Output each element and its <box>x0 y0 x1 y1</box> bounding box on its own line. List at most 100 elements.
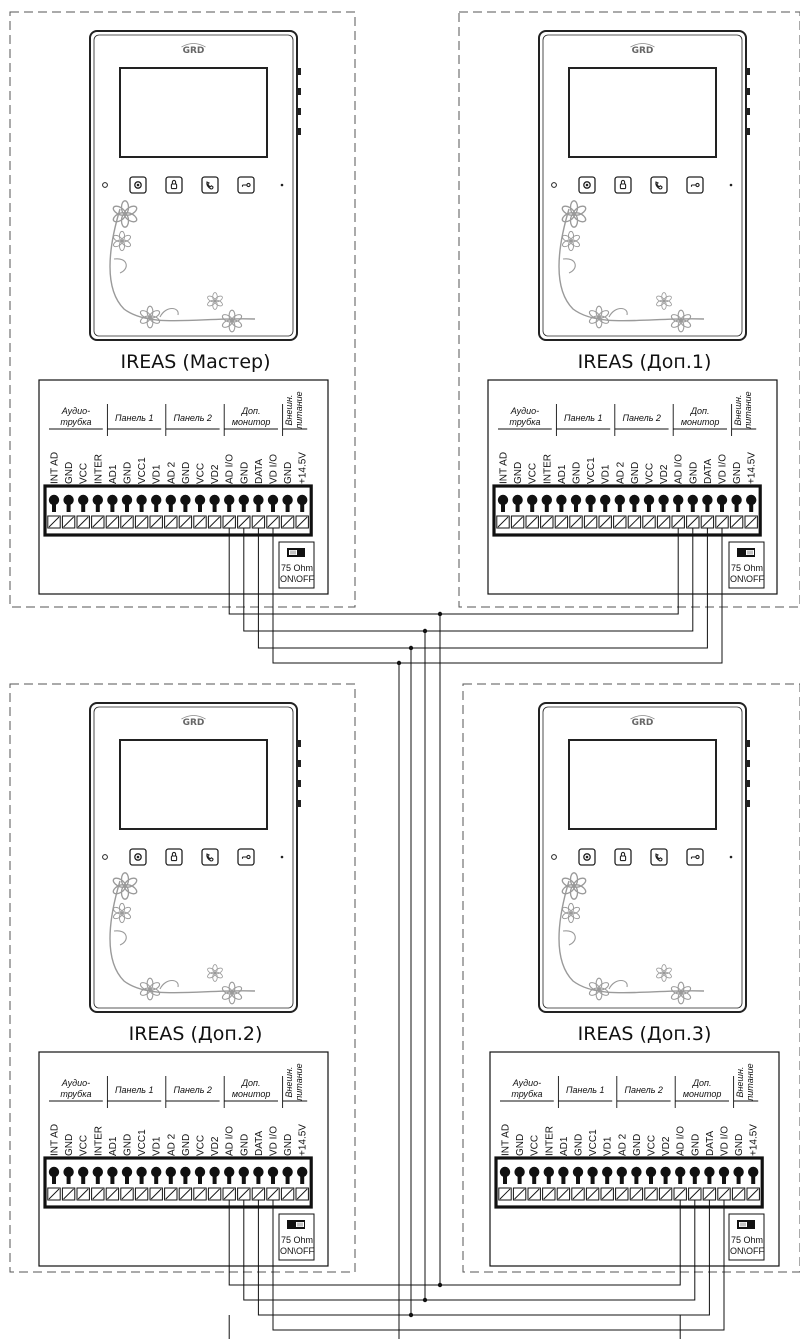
terminal-pin <box>227 500 232 512</box>
terminal-label: AD1 <box>557 464 568 484</box>
terminal-label: INTER <box>544 1126 555 1156</box>
terminal-clamp-mark <box>48 516 60 528</box>
switch-label: 75 Ohm <box>281 563 313 573</box>
bus-junction <box>422 628 428 634</box>
unit-frame <box>462 683 800 1273</box>
side-button <box>298 780 301 787</box>
bus-wire-top <box>257 528 708 649</box>
flower-center <box>148 987 152 991</box>
terminal-clamp-mark <box>526 516 538 528</box>
terminal-pin <box>81 1172 86 1184</box>
switch-label: ON\OFF <box>730 1246 764 1256</box>
group-label: трубка <box>509 417 540 427</box>
terminal-clamp-mark <box>223 516 235 528</box>
bus-wires <box>228 528 725 1339</box>
key-icon <box>241 854 251 860</box>
terminal-label: VD2 <box>659 464 670 484</box>
flower-bloom <box>207 964 223 982</box>
terminal-pin <box>574 500 578 512</box>
icon-dot <box>136 183 140 187</box>
icon-key-shaft <box>241 856 247 859</box>
flower-bloom <box>221 981 243 1005</box>
flower-bloom <box>113 230 131 252</box>
terminal-pin <box>154 1172 159 1184</box>
terminal-pin <box>647 500 651 512</box>
terminal-pin <box>720 500 724 512</box>
terminal-label: AD I/O <box>674 454 685 484</box>
flower-center <box>230 991 234 995</box>
terminal-label: AD I/O <box>225 1126 236 1156</box>
flower-stem <box>558 880 705 994</box>
terminal-clamp-mark <box>658 516 669 528</box>
unit-frames <box>9 11 800 1273</box>
flower-center <box>120 911 124 915</box>
group-label: Внешн. <box>284 395 294 426</box>
flower-leaf <box>608 307 628 318</box>
icon-shackle <box>171 851 177 856</box>
flower-bloom <box>221 309 243 333</box>
flower-stem <box>109 880 256 994</box>
terminal-pin <box>183 1172 188 1184</box>
terminal-clamp-mark <box>731 516 742 528</box>
status-led <box>280 855 284 859</box>
group-label: Панель 2 <box>622 413 661 423</box>
terminal-pin <box>736 1172 741 1184</box>
flower-bloom <box>139 305 161 329</box>
terminal-label: GND <box>630 462 641 484</box>
terminal-pin <box>617 500 622 512</box>
terminal-clamp-mark <box>209 1188 220 1200</box>
side-button <box>298 800 301 807</box>
bus-wire-bottom <box>243 1200 696 1301</box>
side-button <box>747 128 750 135</box>
terminal-clamp-mark <box>209 516 220 528</box>
side-button <box>298 740 301 747</box>
terminal-pin <box>52 500 56 512</box>
flower-center <box>597 315 601 319</box>
terminal-label: VCC1 <box>586 457 597 484</box>
monitor-screen <box>568 67 717 158</box>
terminal-pin <box>544 500 549 512</box>
terminal-label: VCC <box>647 1135 658 1156</box>
terminal-clamp-mark <box>136 1188 147 1200</box>
front-button <box>201 848 219 866</box>
terminal-label: GND <box>572 462 583 484</box>
flower-bloom <box>588 977 610 1001</box>
logo-arc <box>181 715 206 720</box>
terminal-pin <box>81 500 86 512</box>
terminal-clamp-mark <box>238 1188 250 1200</box>
unit-frame <box>458 11 800 608</box>
terminal-clamp-mark <box>150 516 162 528</box>
terminal-pin <box>559 500 564 512</box>
terminal-pin <box>751 1172 756 1184</box>
key-icon <box>690 182 700 188</box>
terminal-pin <box>501 500 505 512</box>
group-label: трубка <box>511 1089 542 1099</box>
group-label: Доп. <box>692 1078 712 1088</box>
terminal-label: VD2 <box>210 1136 221 1156</box>
key-icon <box>690 854 700 860</box>
terminal-label: GND <box>123 462 134 484</box>
brand-logo: GRD <box>183 46 205 56</box>
status-led <box>729 855 733 859</box>
bus-wire-top <box>228 528 679 615</box>
terminal-pin <box>110 1172 115 1184</box>
terminal-clamp-mark <box>541 516 553 528</box>
terminal-label: AD 2 <box>166 1133 177 1156</box>
flower-center <box>213 971 217 975</box>
terminal-clamp-mark <box>543 1188 555 1200</box>
terminal-clamp-mark <box>745 516 757 528</box>
power-indicator <box>102 854 108 860</box>
terminal-clamp-mark <box>121 516 133 528</box>
terminal-clamp-mark <box>497 516 509 528</box>
terminal-clamp-mark <box>238 516 250 528</box>
terminal-pin <box>256 500 261 512</box>
side-button <box>298 108 301 115</box>
flower-leaf <box>159 979 179 990</box>
terminal-clamp-mark <box>702 516 713 528</box>
terminal-label: GND <box>515 1134 526 1156</box>
bus-junction <box>437 1282 443 1288</box>
terminal-clamp-mark <box>645 1188 657 1200</box>
